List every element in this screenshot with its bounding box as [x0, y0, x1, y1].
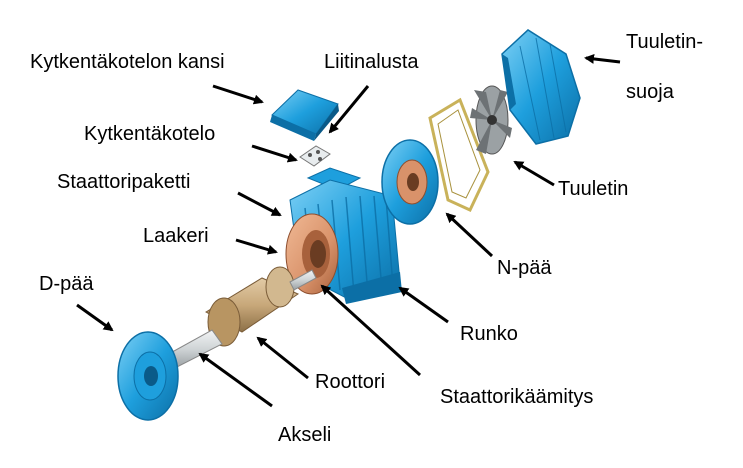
label-tuuletinsuoja-line1: Tuuletin- [626, 31, 704, 53]
arrow-staattorikaamitys [320, 284, 422, 377]
arrow-laakeri [235, 238, 278, 255]
label-staattoripaketti: Staattoripaketti [57, 171, 191, 193]
label-d-paa: D-pää [39, 273, 94, 295]
label-roottori: Roottori [315, 371, 386, 393]
label-liitinalusta: Liitinalusta [324, 51, 419, 73]
arrow-akseli [198, 352, 273, 408]
gasket [428, 97, 490, 212]
arrow-runko [398, 286, 449, 324]
label-tuuletin: Tuuletin [558, 178, 629, 200]
terminal-box-cover [270, 89, 339, 141]
terminal-board [299, 145, 331, 167]
arrow-tuuletin [513, 160, 555, 187]
stator-winding [285, 213, 339, 295]
arrow-d-paa [76, 303, 114, 332]
arrow-roottori [256, 336, 309, 380]
label-kytkentakotelo: Kytkentäkotelo [84, 123, 216, 145]
label-akseli: Akseli [278, 424, 332, 446]
arrow-kotelon-kansi [212, 84, 264, 105]
label-runko: Runko [460, 323, 518, 345]
d-end-shield [117, 331, 179, 421]
arrow-tuuletinsuoja [584, 53, 621, 64]
arrow-liitinalusta [328, 85, 370, 134]
callout-arrows [76, 53, 621, 408]
label-kytkentakotelon-kansi: Kytkentäkotelon kansi [30, 51, 225, 73]
arrow-staattoripaketti [237, 191, 282, 217]
arrow-kytkentakotelo [251, 144, 298, 163]
n-end-shield [381, 139, 439, 225]
label-laakeri: Laakeri [143, 225, 209, 247]
fan-cowl [501, 29, 581, 145]
label-staattorikaamitys: Staattorikäämitys [440, 386, 594, 408]
label-tuuletinsuoja-line2: suoja [626, 81, 674, 103]
arrow-n-paa [445, 212, 494, 258]
label-n-paa: N-pää [497, 257, 552, 279]
rotor [205, 266, 300, 347]
fan [470, 85, 512, 155]
